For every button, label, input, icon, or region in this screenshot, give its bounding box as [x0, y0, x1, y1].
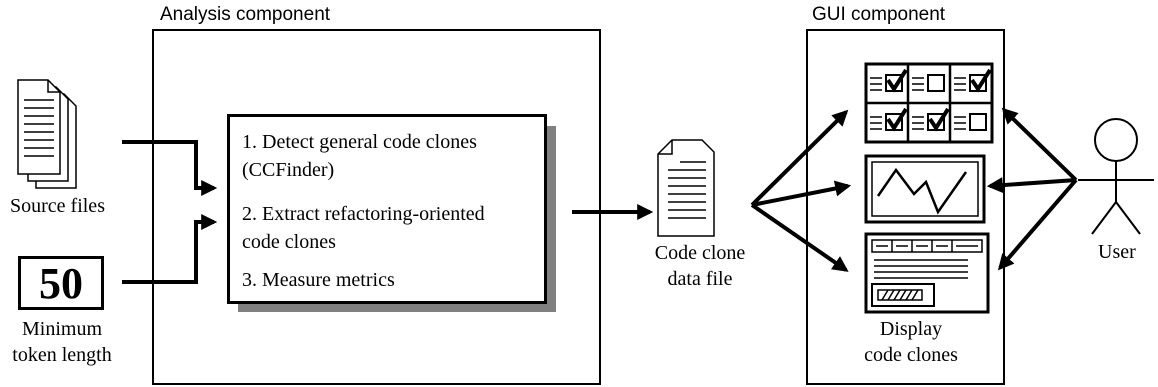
step-1-line-2: (CCFinder)	[242, 159, 335, 181]
step-1-line-1: 1. Detect general code clones	[242, 131, 477, 153]
source-files-label: Source files	[10, 195, 105, 217]
stick-figure-icon	[1078, 118, 1154, 235]
code-list-icon	[864, 232, 990, 314]
analysis-component-title: Analysis component	[160, 4, 331, 25]
line-graph-icon	[864, 154, 986, 224]
minimum-token-label-line-1: Minimum	[21, 318, 102, 340]
data-file-label-line-2: data file	[667, 268, 733, 290]
document-stack-icon	[17, 79, 77, 189]
data-file-label-line-1: Code clone	[654, 242, 746, 264]
minimum-token-label-line-2: token length	[12, 344, 112, 366]
document-icon	[657, 139, 715, 237]
step-2-line-2: code clones	[242, 231, 336, 253]
display-label-line-2: code clones	[864, 344, 958, 366]
display-label-line-1: Display	[879, 318, 943, 340]
checkbox-grid-icon	[864, 62, 994, 144]
minimum-token-length-value: 50	[18, 256, 104, 310]
step-2-line-1: 2. Extract refactoring-oriented	[242, 203, 485, 225]
user-label: User	[1098, 241, 1136, 263]
analysis-component-box	[152, 29, 601, 385]
min-token-arrow	[122, 214, 218, 284]
gui-component-title: GUI component	[812, 4, 946, 25]
gui-component-box	[806, 29, 1005, 385]
steps-box: 1. Detect general code clones (CCFinder)…	[227, 114, 547, 304]
step-3: 3. Measure metrics	[242, 269, 395, 291]
source-files-arrow	[122, 140, 218, 196]
